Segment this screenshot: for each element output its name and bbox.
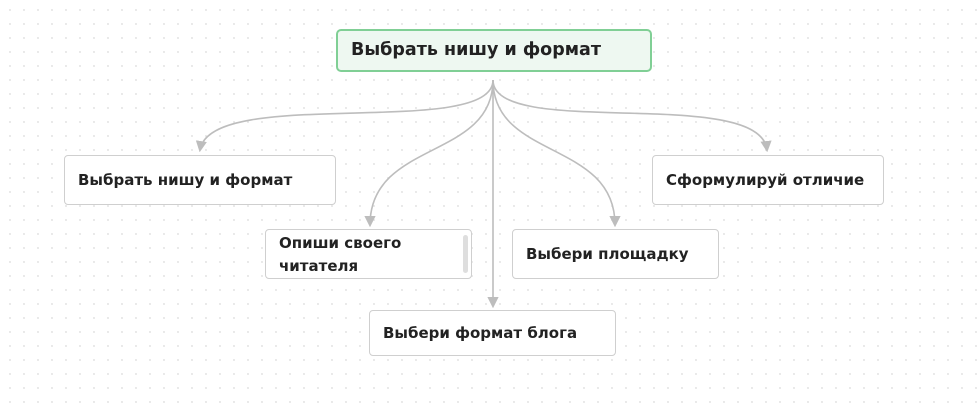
child-node-4[interactable]: Выбери площадку	[512, 229, 719, 279]
child-node-2[interactable]: Опиши своего читателя	[265, 229, 472, 279]
connector-root-to-child-1	[195, 79, 494, 153]
child-node-2-label: Опиши своего читателя	[279, 234, 402, 275]
connector-root-to-child-5	[492, 79, 772, 153]
child-node-3[interactable]: Выбери формат блога	[369, 310, 616, 356]
child-node-5[interactable]: Сформулируй отличие	[652, 155, 884, 205]
child-node-5-label: Сформулируй отличие	[666, 170, 865, 189]
root-node-label: Выбрать нишу и формат	[351, 40, 601, 60]
root-node[interactable]: Выбрать нишу и формат	[336, 29, 652, 72]
child-node-1[interactable]: Выбрать нишу и формат	[64, 155, 336, 205]
child-node-4-label: Выбери площадку	[526, 244, 689, 263]
connector-root-to-child-4	[492, 79, 621, 228]
node-scrollbar[interactable]	[463, 235, 468, 273]
child-node-1-label: Выбрать нишу и формат	[78, 170, 293, 189]
connector-root-to-child-2	[364, 79, 494, 228]
child-node-3-label: Выбери формат блога	[383, 323, 578, 342]
